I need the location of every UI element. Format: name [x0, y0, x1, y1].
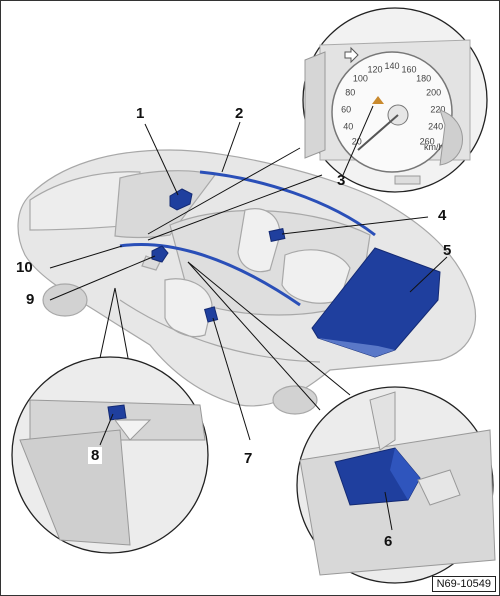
leader-5: [409, 256, 448, 293]
cluster-right-cover: [439, 109, 463, 166]
upper-bracket: [369, 391, 396, 451]
inset-link-top-b: [147, 174, 323, 241]
speedometer-tick-label: 100: [353, 74, 368, 84]
front-wheel: [42, 283, 88, 317]
component-2-3-strip: [199, 170, 376, 237]
door-line: [119, 299, 321, 363]
callout-10: 10: [16, 259, 33, 276]
speedometer-tick-label: 80: [345, 88, 355, 98]
leader-8: [99, 413, 114, 446]
callout-9: 9: [26, 291, 35, 308]
component-8: [107, 404, 127, 421]
leader-9: [49, 255, 156, 301]
speedometer-needle: [357, 114, 399, 151]
component-4: [268, 228, 286, 242]
speedometer-tick-label: 180: [416, 74, 431, 84]
speedometer-tick-label: 140: [384, 61, 399, 71]
callout-3: 3: [337, 172, 346, 189]
speedometer-unit-label: km/h: [424, 142, 444, 152]
speedometer-tick-label: 60: [341, 104, 351, 114]
leader-7: [212, 317, 251, 441]
component-7: [204, 306, 219, 323]
detail-inset-8: [11, 356, 209, 554]
callout-4: 4: [438, 207, 447, 224]
callout-1: 1: [136, 105, 145, 122]
figure-id-label: N69-10549: [431, 576, 496, 592]
leader-4: [281, 216, 429, 235]
inset-link-left-a: [99, 287, 116, 359]
component-1: [169, 188, 193, 211]
callout-5: 5: [443, 242, 452, 259]
speedometer-tick-label: 240: [428, 122, 443, 132]
front-seat-left: [237, 208, 281, 273]
leader-lines: [49, 105, 448, 531]
connector-block: [417, 469, 461, 506]
component-10-strip: [119, 243, 301, 307]
callout-7: 7: [244, 450, 253, 467]
leader-2: [221, 121, 241, 173]
speedometer-tick-label: 260: [420, 137, 435, 147]
callout-2: 2: [235, 105, 244, 122]
inset-link-top-a: [147, 147, 301, 235]
cluster-left-panel: [304, 51, 326, 159]
speedometer-tick-label: 160: [401, 64, 416, 74]
component-6-shade: [390, 448, 420, 500]
speedometer-tick-label: 120: [367, 64, 382, 74]
speedometer-tick-label: 220: [430, 104, 445, 114]
leader-10: [49, 245, 123, 269]
rear-wheel: [272, 385, 318, 415]
detail-inset-6: [296, 386, 496, 584]
warning-lamp-icon: [372, 96, 384, 104]
inset-link-right-a: [187, 261, 321, 411]
bracket: [114, 419, 152, 441]
component-5-edge: [318, 338, 395, 357]
arrow-icon: [344, 46, 359, 64]
callout-6: 6: [384, 533, 393, 550]
dash-panel: [19, 429, 131, 546]
speedometer-tick-label: 200: [426, 88, 441, 98]
leader-6: [384, 491, 393, 531]
callout-8: 8: [88, 447, 103, 464]
leader-3: [342, 105, 374, 176]
speedometer-tick-label: 40: [343, 122, 353, 132]
speedometer-tick-label: 20: [352, 137, 362, 147]
inset-link-left-b: [114, 287, 129, 359]
inset-link-right-b: [187, 261, 351, 396]
leader-1: [144, 123, 179, 196]
cluster-lower-slot: [394, 175, 421, 185]
